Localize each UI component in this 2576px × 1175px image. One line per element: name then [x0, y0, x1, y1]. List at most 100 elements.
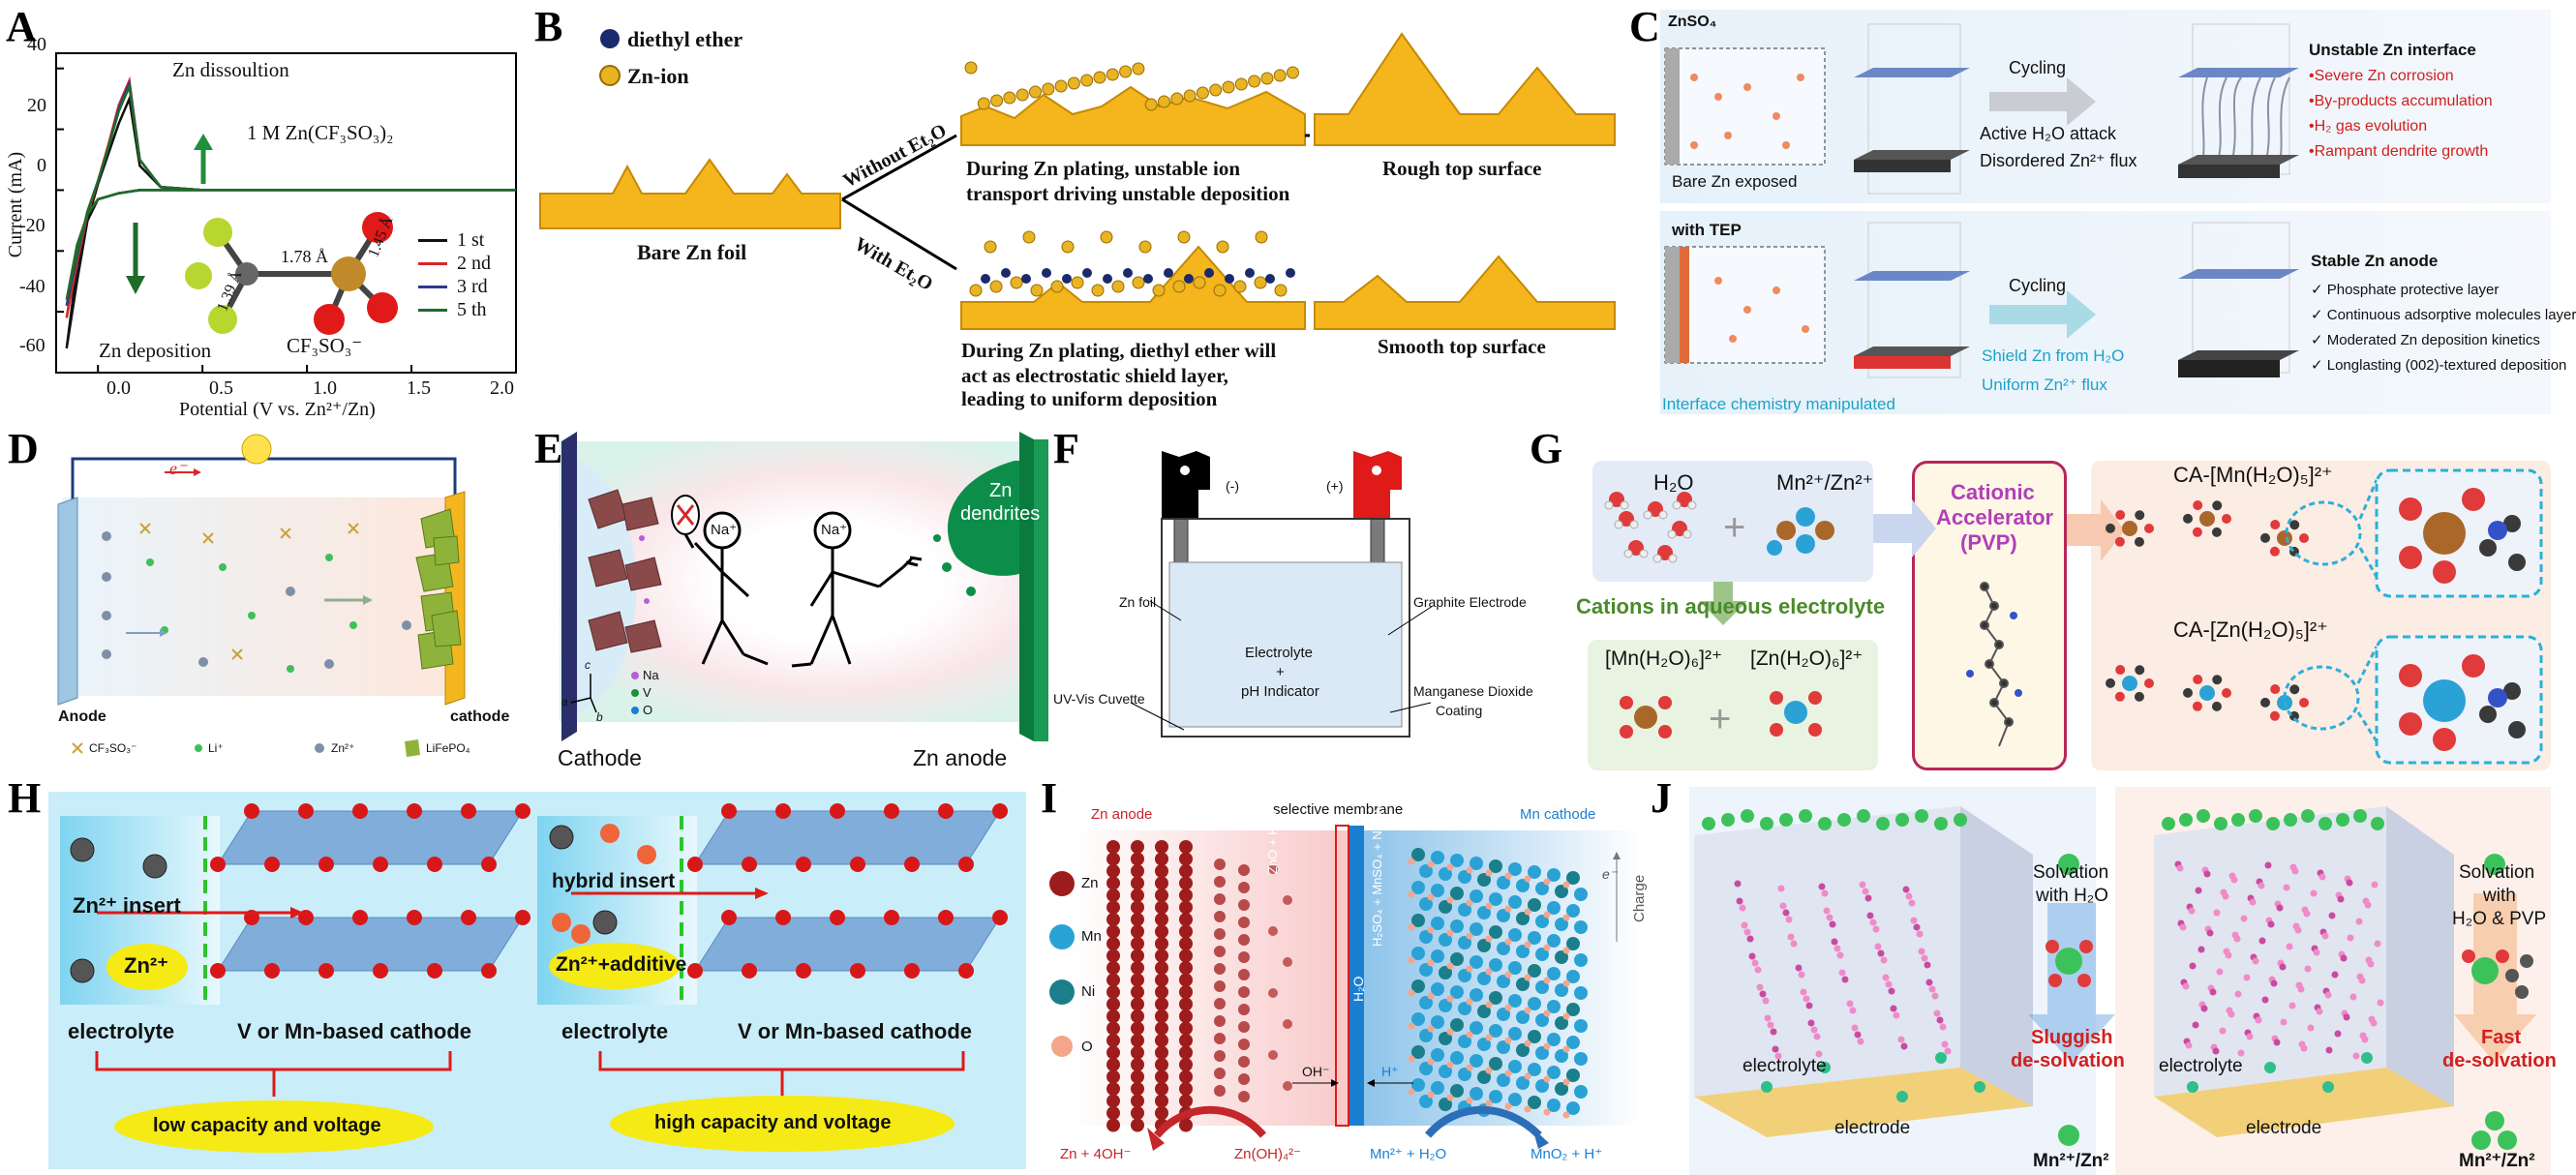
complex-center [2122, 676, 2137, 691]
mn-atom [1528, 931, 1541, 945]
mn-atom [1566, 1101, 1580, 1115]
zn-atom [1238, 1004, 1250, 1015]
mn-atom [1516, 1010, 1530, 1024]
mn-atom [1439, 1098, 1452, 1111]
anode-plate [57, 497, 78, 706]
mn-atom [1547, 1099, 1561, 1112]
solvent-atom [1944, 1047, 1952, 1055]
complex-atom [2289, 684, 2300, 695]
zn-ion [1268, 1050, 1278, 1060]
dendrites-label-2: dendrites [960, 503, 1041, 525]
panel-g: G + + [1530, 422, 2556, 774]
solvent-atom [2227, 1010, 2235, 1018]
cathode-label-h2: V or Mn-based cathode [738, 1019, 973, 1043]
zn-ion [1029, 85, 1042, 99]
mn-atom [1566, 871, 1580, 885]
complex-atom [2270, 684, 2281, 695]
solvent-atom [1805, 1002, 1813, 1009]
oxygen-atom [884, 803, 899, 819]
zn-atom [1155, 961, 1168, 975]
oxygen-atom [721, 910, 737, 925]
stick-figure-blocked [693, 511, 769, 666]
electrolyte-label: 1 M Zn(CF₃SO₃)₂ [247, 121, 394, 144]
solvent-atom [1774, 1052, 1782, 1060]
zn-anode-label-i: Zn anode [1091, 806, 1153, 823]
solvent-atom [1877, 949, 1885, 957]
solvent-atom [1869, 919, 1877, 926]
water-hydrogen [1652, 554, 1662, 563]
solvent-atom [1779, 902, 1787, 910]
solvent-atom [2197, 946, 2205, 953]
green-ion [2318, 817, 2332, 830]
zn-atom [1179, 900, 1193, 915]
zn-atom [1179, 889, 1193, 902]
electrolyte-left-label: electrolyte [1743, 1056, 1827, 1076]
mn-atom [1566, 1036, 1580, 1049]
water-hydrogen [1604, 500, 1614, 510]
solvent-atom [2358, 977, 2366, 984]
mn-atom [1535, 1046, 1549, 1060]
negative-clip [1162, 451, 1210, 519]
oxygen-atom [938, 910, 954, 925]
complex-center [2199, 511, 2215, 527]
zn-atom [1131, 1034, 1144, 1047]
solvation-right-line1: Solvation [2459, 862, 2535, 883]
zn-atom [1155, 1009, 1168, 1023]
mn-atom [1458, 1068, 1471, 1081]
zn-atom [1214, 859, 1226, 870]
hybrid-insert-label: hybrid insert [552, 870, 676, 892]
green-ion [1954, 813, 1967, 827]
solvent-atom [1756, 983, 1764, 991]
green-ion [2179, 813, 2193, 827]
active-h2o-label: Active H₂O attack [1980, 124, 2117, 143]
lightbulb-icon [241, 434, 272, 465]
zn-atom [1106, 924, 1120, 939]
mn-atom [1431, 851, 1444, 864]
zn-atom [1214, 963, 1226, 975]
solvent-atom [1803, 995, 1810, 1003]
complex-atom [2114, 536, 2125, 547]
zn-atom [1179, 1094, 1193, 1108]
zn-atom [1214, 876, 1226, 888]
solvent-atom [1888, 987, 1895, 995]
cationic-line1: Cationic [1951, 480, 2035, 504]
with-tep-label: with TEP [1672, 221, 1742, 239]
zn-atom [1179, 949, 1193, 963]
oxygen-atom [1524, 908, 1531, 916]
external-circuit [71, 457, 457, 499]
mn-atom [1411, 848, 1425, 861]
complex-atom [2144, 678, 2154, 688]
complex-atom [2211, 527, 2222, 537]
mn-atom [1508, 895, 1522, 909]
cation [1761, 1081, 1773, 1093]
oxygen-atom [1408, 989, 1415, 997]
panel-h: H Zn²⁺ insert Zn²⁺ hybrid insert Zn²⁺+ad… [0, 774, 1041, 1175]
zn-atom [1106, 1118, 1120, 1132]
unstable-title: Unstable Zn interface [2309, 41, 2476, 59]
oxygen-atom [1524, 974, 1531, 981]
zn-atom [1155, 997, 1168, 1011]
zn-ion [1100, 230, 1113, 244]
top-description-line1: During Zn plating, unstable ion [966, 157, 1241, 180]
solvent-atom [2179, 923, 2187, 931]
mn-atom [1555, 1016, 1568, 1030]
h-label: H⁺ [1381, 1064, 1399, 1079]
charge-label: Charge [1631, 874, 1648, 922]
x-axis-label: Potential (V vs. Zn²⁺/Zn) [179, 399, 376, 420]
xtick-15: 1.5 [407, 377, 431, 399]
mn-atom [1419, 963, 1433, 977]
mn-atom [1489, 1024, 1502, 1038]
zn-ion [1209, 83, 1223, 97]
oxygen-atom [1466, 1064, 1473, 1071]
solvent-atom [1754, 966, 1762, 974]
solvent-atom [1823, 907, 1831, 915]
mn-atom [1439, 1032, 1452, 1045]
zn-atom [1106, 1009, 1120, 1023]
solvent-atom [2222, 892, 2229, 900]
complex-atom [2183, 687, 2194, 698]
oxygen-atom [481, 857, 497, 872]
zn-ion [1196, 86, 1209, 100]
mn-atom [1547, 1033, 1561, 1046]
positive-clip [1353, 451, 1402, 519]
cycling-upper-label: Cycling [2009, 58, 2067, 77]
